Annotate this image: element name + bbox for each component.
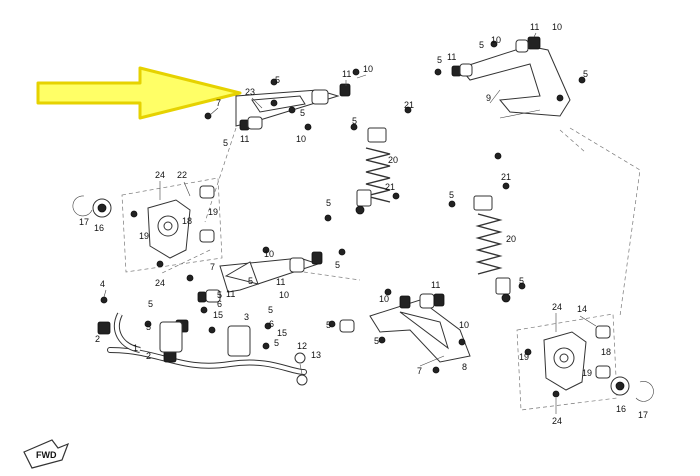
callout-13: 13 [311, 350, 321, 360]
callout-5: 5 [326, 320, 331, 330]
callout-8: 8 [462, 362, 467, 372]
callout-5: 5 [300, 108, 305, 118]
callout-5: 5 [148, 299, 153, 309]
callout-15: 15 [213, 310, 223, 320]
callout-5: 5 [449, 190, 454, 200]
highlight-arrow [36, 66, 242, 120]
callout-16: 16 [94, 223, 104, 233]
label-leaders [103, 32, 597, 414]
callout-21: 21 [404, 100, 414, 110]
callout-7: 7 [417, 366, 422, 376]
callout-24: 24 [552, 302, 562, 312]
callout-22: 22 [177, 170, 187, 180]
callout-19: 19 [582, 368, 592, 378]
callout-24: 24 [155, 170, 165, 180]
fwd-indicator: FWD [23, 439, 70, 469]
callout-24: 24 [155, 278, 165, 288]
dashed-guides [121, 127, 641, 411]
callout-5: 5 [146, 322, 151, 332]
callout-20: 20 [388, 155, 398, 165]
callout-23: 23 [245, 87, 255, 97]
callout-6: 6 [269, 319, 274, 329]
callout-11: 11 [240, 134, 249, 144]
callout-5: 5 [437, 55, 442, 65]
callout-5: 5 [275, 75, 280, 85]
callout-5: 5 [583, 69, 588, 79]
callout-7: 7 [210, 262, 215, 272]
callout-11: 11 [431, 280, 440, 290]
knuckle-assembly-left [72, 185, 215, 268]
callout-5: 5 [217, 290, 222, 300]
callout-7: 7 [216, 98, 221, 108]
callout-10: 10 [491, 35, 501, 45]
callout-21: 21 [501, 172, 511, 182]
callout-5: 5 [374, 336, 379, 346]
callout-11: 11 [447, 52, 456, 62]
callout-10: 10 [552, 22, 562, 32]
callout-17: 17 [638, 410, 648, 420]
callout-5: 5 [268, 305, 273, 315]
shock-absorber-front [355, 127, 391, 215]
callout-5: 5 [248, 276, 253, 286]
callout-12: 12 [297, 341, 307, 351]
fwd-label: FWD [36, 450, 57, 460]
callout-15: 15 [277, 328, 287, 338]
callout-10: 10 [379, 294, 389, 304]
callout-5: 5 [519, 276, 524, 286]
callout-3: 3 [244, 312, 249, 322]
callout-2: 2 [95, 334, 100, 344]
callout-10: 10 [459, 320, 469, 330]
callout-2: 2 [146, 351, 151, 361]
callout-6: 6 [217, 299, 222, 309]
callout-5: 5 [326, 198, 331, 208]
callout-9: 9 [486, 93, 491, 103]
callout-19: 19 [208, 207, 218, 217]
callout-10: 10 [363, 64, 373, 74]
shock-absorber-rear [473, 195, 511, 303]
callout-16: 16 [616, 404, 626, 414]
callout-10: 10 [264, 249, 274, 259]
callout-1: 1 [133, 343, 138, 353]
lower-a-arm-rear [339, 293, 471, 367]
callout-17: 17 [79, 217, 89, 227]
callout-10: 10 [279, 290, 289, 300]
callout-5: 5 [335, 260, 340, 270]
callout-5: 5 [352, 116, 357, 126]
callout-11: 11 [226, 289, 235, 299]
knuckle-assembly-right [524, 325, 654, 402]
callout-20: 20 [506, 234, 516, 244]
hardware-fasteners [186, 40, 586, 374]
callout-18: 18 [601, 347, 611, 357]
callout-19: 19 [519, 352, 529, 362]
callout-labels: 23 5 11 10 7 5 11 5 10 11 10 5 10 5 11 9… [79, 22, 648, 426]
callout-10: 10 [296, 134, 306, 144]
upper-a-arm-rear [451, 36, 571, 119]
callout-5: 5 [479, 40, 484, 50]
callout-5: 5 [274, 338, 279, 348]
callout-19: 19 [139, 231, 149, 241]
stabilizer-bar [97, 296, 308, 386]
callout-24: 24 [552, 416, 562, 426]
callout-11: 11 [530, 22, 539, 32]
callout-14: 14 [577, 304, 587, 314]
callout-21: 21 [385, 182, 395, 192]
callout-11: 11 [276, 277, 285, 287]
callout-4: 4 [100, 279, 105, 289]
callout-5: 5 [223, 138, 228, 148]
upper-a-arm-front [235, 83, 351, 131]
lower-a-arm-front [197, 246, 323, 303]
callout-11: 11 [342, 69, 351, 79]
callout-18: 18 [182, 216, 192, 226]
